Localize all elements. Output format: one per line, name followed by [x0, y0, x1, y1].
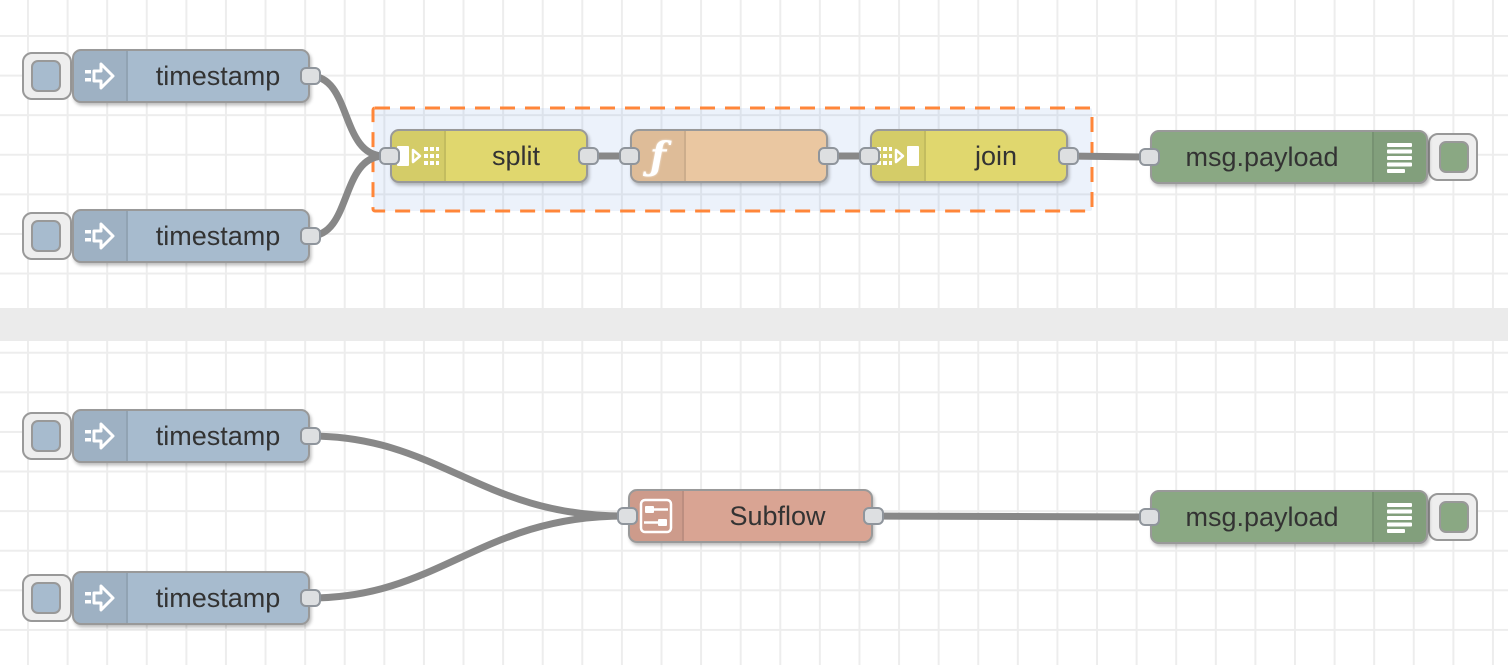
inject-arrow-icon: [74, 51, 128, 101]
input-port[interactable]: [379, 147, 400, 165]
node-body: ƒ: [630, 129, 828, 183]
inject-button[interactable]: [22, 52, 72, 100]
node-label: split: [491, 140, 540, 171]
debug-node[interactable]: msg.payload: [1139, 130, 1478, 184]
debug-list-icon: [1372, 492, 1426, 542]
subflow-icon: [630, 491, 684, 541]
inject-arrow-icon: [74, 573, 128, 623]
node-body: timestamp: [72, 49, 310, 103]
debug-list-icon: [1372, 132, 1426, 182]
debug-toggle-button[interactable]: [1428, 133, 1478, 181]
inject-button[interactable]: [22, 574, 72, 622]
node-label: join: [974, 140, 1018, 171]
wire[interactable]: [306, 512, 628, 602]
output-port[interactable]: [300, 589, 321, 607]
output-port[interactable]: [300, 427, 321, 445]
wire[interactable]: [306, 72, 388, 160]
join-node[interactable]: join: [859, 129, 1079, 183]
node-label: timestamp: [155, 582, 281, 613]
output-port[interactable]: [300, 67, 321, 85]
node-label: msg.payload: [1185, 141, 1339, 172]
output-port[interactable]: [818, 147, 839, 165]
wire[interactable]: [867, 512, 1152, 521]
wire[interactable]: [306, 152, 388, 240]
inject-arrow-icon: [74, 411, 128, 461]
node-label: timestamp: [155, 420, 281, 451]
node-body: timestamp: [72, 209, 310, 263]
join-icon: [872, 131, 926, 181]
inject-node[interactable]: timestamp: [22, 409, 321, 463]
inject-node[interactable]: timestamp: [22, 49, 321, 103]
inject-node[interactable]: timestamp: [22, 571, 321, 625]
node-label: timestamp: [155, 220, 281, 251]
node-label: timestamp: [155, 60, 281, 91]
node-label: [686, 131, 826, 181]
input-port[interactable]: [1139, 148, 1160, 166]
node-body: split: [390, 129, 588, 183]
debug-toggle-button[interactable]: [1428, 493, 1478, 541]
output-port[interactable]: [863, 507, 884, 525]
flow-separator: [0, 308, 1508, 341]
wire[interactable]: [1062, 152, 1152, 161]
function-node[interactable]: ƒ: [619, 129, 839, 183]
inject-node[interactable]: timestamp: [22, 209, 321, 263]
split-icon: [392, 131, 446, 181]
node-label: Subflow: [729, 500, 826, 531]
inject-button[interactable]: [22, 212, 72, 260]
function-icon: ƒ: [632, 131, 686, 181]
output-port[interactable]: [300, 227, 321, 245]
debug-node[interactable]: msg.payload: [1139, 490, 1478, 544]
node-body: Subflow: [628, 489, 873, 543]
split-node[interactable]: split: [379, 129, 599, 183]
node-body: timestamp: [72, 409, 310, 463]
inject-button[interactable]: [22, 412, 72, 460]
inject-arrow-icon: [74, 211, 128, 261]
node-body: msg.payload: [1150, 130, 1428, 184]
node-body: msg.payload: [1150, 490, 1428, 544]
output-port[interactable]: [578, 147, 599, 165]
node-label: msg.payload: [1185, 501, 1339, 532]
wire[interactable]: [306, 432, 628, 520]
node-body: join: [870, 129, 1068, 183]
subflow-node[interactable]: Subflow: [617, 489, 884, 543]
output-port[interactable]: [1058, 147, 1079, 165]
node-body: timestamp: [72, 571, 310, 625]
input-port[interactable]: [617, 507, 638, 525]
input-port[interactable]: [859, 147, 880, 165]
input-port[interactable]: [619, 147, 640, 165]
input-port[interactable]: [1139, 508, 1160, 526]
